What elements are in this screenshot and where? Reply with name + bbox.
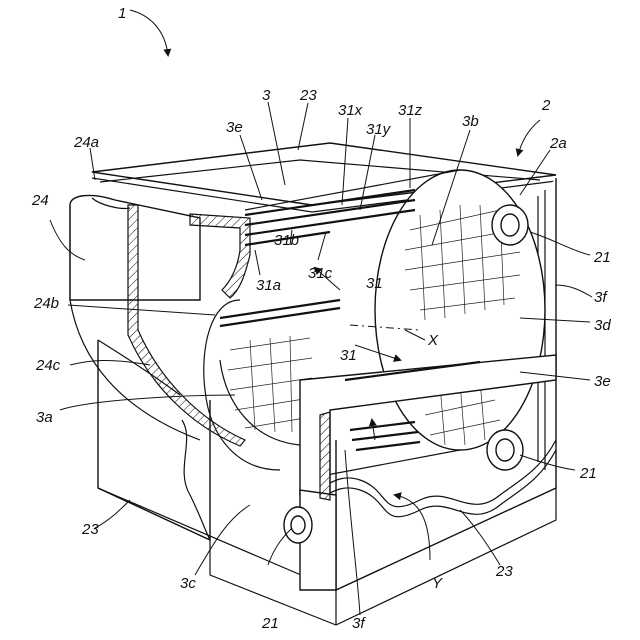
label-24c: 24c: [35, 357, 61, 374]
label-3b: 3b: [462, 113, 479, 130]
label-axis-x: X: [427, 332, 439, 349]
label-31b: 31b: [274, 232, 299, 249]
label-3f-bottom: 3f: [352, 615, 366, 632]
label-3c: 3c: [180, 575, 196, 592]
label-2a: 2a: [549, 135, 567, 152]
label-23-top: 23: [299, 87, 317, 104]
label-31-mid: 31: [366, 275, 383, 292]
label-3e-right: 3e: [594, 373, 611, 390]
label-23-left: 23: [81, 521, 99, 538]
label-3f-right: 3f: [594, 289, 608, 306]
label-21-bottom: 21: [261, 615, 279, 632]
roller-bottom-left: [284, 507, 312, 543]
label-31x: 31x: [338, 102, 363, 119]
roller-top-right: [492, 205, 528, 245]
label-24a: 24a: [73, 134, 99, 151]
label-3a: 3a: [36, 409, 53, 426]
label-23-right: 23: [495, 563, 513, 580]
label-2: 2: [541, 97, 551, 114]
label-3: 3: [262, 87, 271, 104]
label-31-low: 31: [340, 347, 357, 364]
label-24: 24: [31, 192, 49, 209]
label-3e-top: 3e: [226, 119, 243, 136]
roller-bottom-right: [487, 430, 523, 470]
label-31a: 31a: [256, 277, 281, 294]
rib-middle: [220, 300, 340, 326]
label-24b: 24b: [33, 295, 59, 312]
label-fig: 1: [118, 5, 126, 22]
label-31z: 31z: [398, 102, 423, 119]
label-axis-y: Y: [432, 575, 443, 592]
label-31c: 31c: [308, 265, 333, 282]
label-21-right-bottom: 21: [579, 465, 597, 482]
label-31y: 31y: [366, 121, 392, 138]
label-3d: 3d: [594, 317, 611, 334]
label-21-right-top: 21: [593, 249, 611, 266]
